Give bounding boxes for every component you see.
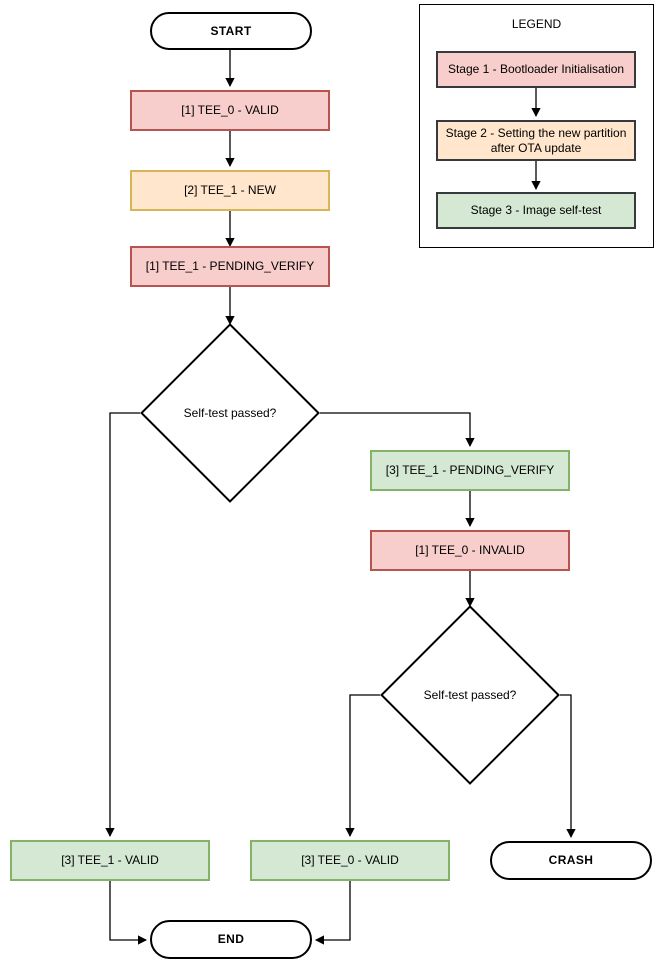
edge-tee0valid3-to-end: [314, 881, 351, 945]
node-tee0-invalid[interactable]: [1] TEE_0 - INVALID: [370, 530, 570, 571]
node-decision-self-test-1-label: Self-test passed?: [183, 405, 277, 420]
node-tee1-valid-stage3-label: [3] TEE_1 - VALID: [61, 853, 159, 867]
legend-item-stage-3: Stage 3 - Image self-test: [436, 192, 636, 229]
diamond-shape-icon: [140, 323, 320, 503]
node-end-label: END: [217, 932, 245, 946]
legend-item-stage-1: Stage 1 - Bootloader Initialisation: [436, 51, 636, 88]
node-tee1-pending-verify-stage3[interactable]: [3] TEE_1 - PENDING_VERIFY: [370, 450, 570, 491]
node-crash[interactable]: CRASH: [490, 841, 652, 880]
node-tee1-pending-verify-stage1[interactable]: [1] TEE_1 - PENDING_VERIFY: [130, 246, 330, 287]
node-tee1-pending-verify-stage3-label: [3] TEE_1 - PENDING_VERIFY: [385, 463, 555, 477]
edge-tee1valid-to-end: [109, 881, 148, 945]
legend-item-stage-1-label: Stage 1 - Bootloader Initialisation: [447, 62, 625, 77]
node-end[interactable]: END: [150, 920, 312, 959]
node-tee0-valid-stage3-label: [3] TEE_0 - VALID: [301, 853, 399, 867]
node-tee1-new[interactable]: [2] TEE_1 - NEW: [130, 170, 330, 211]
edge-decision2-left-to-tee0valid3: [345, 694, 380, 838]
node-tee0-valid[interactable]: [1] TEE_0 - VALID: [130, 90, 330, 131]
diamond-shape-icon: [380, 605, 560, 785]
legend-title: LEGEND: [511, 17, 562, 31]
legend-item-stage-2: Stage 2 - Setting the new partition afte…: [436, 120, 636, 161]
edge-decision1-left-to-tee1valid: [105, 412, 140, 838]
node-tee0-valid-label: [1] TEE_0 - VALID: [181, 103, 279, 117]
node-decision-self-test-1[interactable]: Self-test passed?: [140, 323, 320, 503]
legend-item-stage-2-label: Stage 2 - Setting the new partition afte…: [445, 126, 627, 155]
node-start-label: START: [210, 23, 252, 38]
edge-decision2-right-to-crash: [560, 694, 576, 839]
node-tee1-valid-stage3[interactable]: [3] TEE_1 - VALID: [10, 840, 210, 881]
node-crash-label: CRASH: [548, 853, 594, 867]
edge-decision1-right-to-pending3: [320, 412, 475, 448]
node-tee0-invalid-label: [1] TEE_0 - INVALID: [415, 543, 525, 557]
node-tee1-new-label: [2] TEE_1 - NEW: [184, 183, 276, 197]
node-decision-self-test-2[interactable]: Self-test passed?: [380, 605, 560, 785]
node-start[interactable]: START: [150, 12, 312, 50]
node-tee0-valid-stage3[interactable]: [3] TEE_0 - VALID: [250, 840, 450, 881]
node-tee1-pending-verify-stage1-label: [1] TEE_1 - PENDING_VERIFY: [145, 259, 315, 273]
legend-item-stage-3-label: Stage 3 - Image self-test: [470, 203, 602, 218]
node-decision-self-test-2-label: Self-test passed?: [423, 687, 517, 702]
